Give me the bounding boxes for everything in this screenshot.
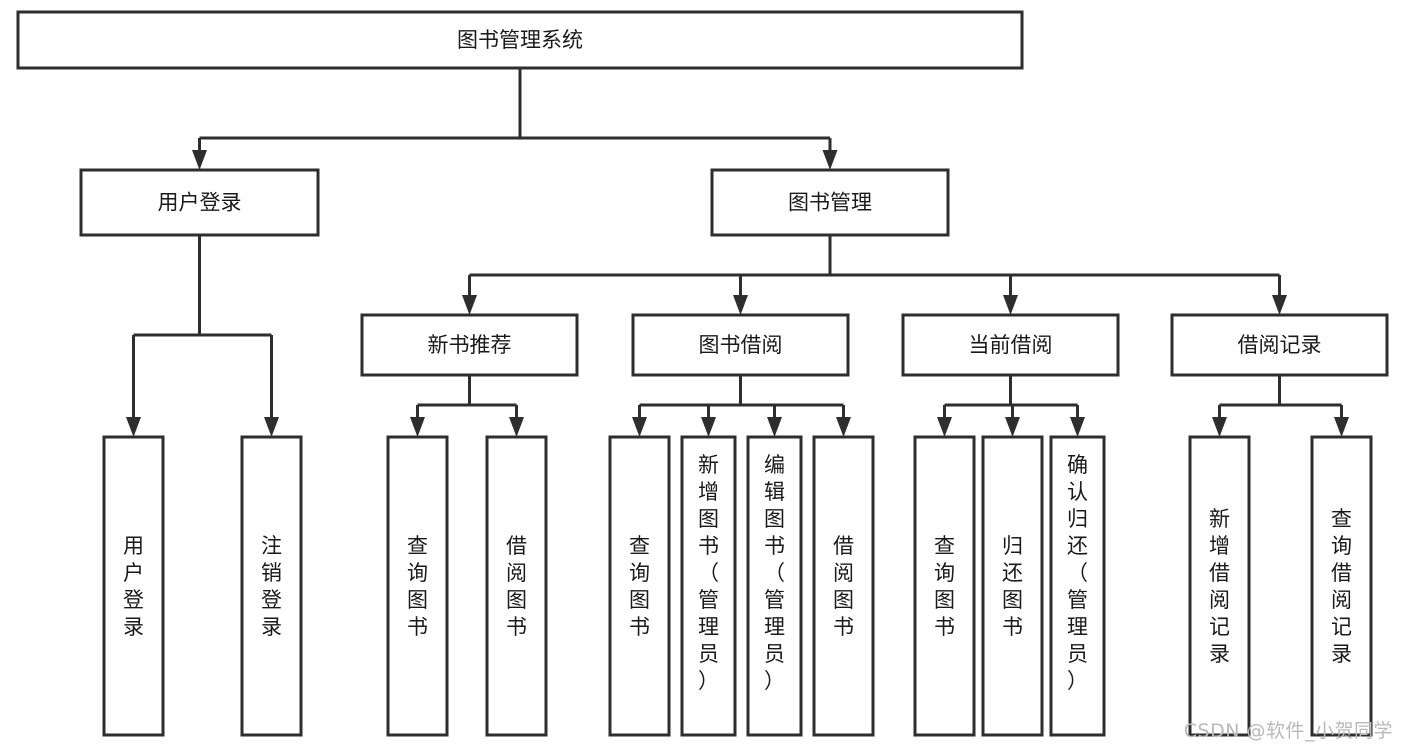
node-label-leaf-query-book-borrow: 查询图书	[629, 534, 650, 639]
node-book-manage[interactable]: 图书管理	[710, 168, 950, 237]
node-leaf-query-book-borrow[interactable]: 查询图书	[608, 435, 671, 737]
node-box-leaf-user-login[interactable]	[102, 435, 165, 737]
connector-arrow-icon	[1003, 295, 1018, 315]
node-root[interactable]: 图书管理系统	[16, 10, 1024, 70]
node-leaf-user-login[interactable]: 用户登录	[102, 435, 165, 737]
connector-arrow-icon	[1212, 417, 1227, 437]
connector-arrow-icon	[1070, 417, 1085, 437]
connector-arrow-icon	[701, 417, 716, 437]
node-box-leaf-add-record[interactable]	[1188, 435, 1251, 737]
connector-arrow-icon	[1334, 417, 1349, 437]
watermark-text: CSDN @软件_小贺同学	[1183, 720, 1393, 742]
node-leaf-query-record[interactable]: 查询借阅记录	[1310, 435, 1373, 737]
connector-arrow-icon	[767, 417, 782, 437]
node-label-leaf-user-login: 用户登录	[123, 534, 144, 639]
node-leaf-return-book[interactable]: 归还图书	[981, 435, 1044, 737]
connector-arrow-icon	[462, 295, 477, 315]
node-leaf-query-book-rec[interactable]: 查询图书	[386, 435, 449, 737]
node-box-leaf-query-book-rec[interactable]	[386, 435, 449, 737]
connector-arrow-icon	[937, 417, 952, 437]
node-box-current-borrow[interactable]	[901, 313, 1120, 377]
node-label-leaf-logout: 注销登录	[261, 534, 282, 639]
connector-layer	[126, 68, 1349, 437]
node-label-leaf-return-book: 归还图书	[1002, 534, 1023, 639]
connector-arrow-icon	[410, 417, 425, 437]
connector-arrow-icon	[632, 417, 647, 437]
node-label-user-login: 用户登录	[158, 191, 242, 215]
node-box-leaf-add-book[interactable]	[680, 435, 737, 737]
connector-arrow-icon	[1005, 417, 1020, 437]
node-box-leaf-query-book-borrow[interactable]	[608, 435, 671, 737]
node-box-new-book-recommend[interactable]	[360, 313, 579, 377]
connector-arrow-icon	[509, 417, 524, 437]
node-layer: 图书管理系统用户登录图书管理新书推荐图书借阅当前借阅借阅记录用户登录注销登录查询…	[16, 10, 1389, 737]
node-label-leaf-query-book-rec: 查询图书	[407, 534, 428, 639]
connector-arrow-icon	[192, 150, 207, 170]
node-label-current-borrow: 当前借阅	[969, 333, 1053, 357]
node-box-leaf-logout[interactable]	[240, 435, 303, 737]
node-box-leaf-borrow-book-rec[interactable]	[485, 435, 548, 737]
node-box-leaf-edit-book[interactable]	[746, 435, 803, 737]
node-box-book-borrow[interactable]	[631, 313, 850, 377]
node-label-book-borrow: 图书借阅	[699, 333, 783, 357]
node-box-root[interactable]	[16, 10, 1024, 70]
node-leaf-edit-book[interactable]: 编辑图书（管理员）	[746, 435, 803, 737]
node-label-new-book-recommend: 新书推荐	[428, 333, 512, 357]
node-box-leaf-confirm-return[interactable]	[1049, 435, 1106, 737]
node-leaf-borrow-book[interactable]: 借阅图书	[812, 435, 875, 737]
connector-arrow-icon	[822, 150, 838, 170]
connector-arrow-icon	[126, 417, 141, 437]
node-box-book-manage[interactable]	[710, 168, 950, 237]
node-label-root: 图书管理系统	[457, 28, 583, 52]
node-borrow-record[interactable]: 借阅记录	[1170, 313, 1389, 377]
connector-arrow-icon	[264, 417, 279, 437]
node-leaf-query-book-cur[interactable]: 查询图书	[913, 435, 976, 737]
node-box-leaf-query-book-cur[interactable]	[913, 435, 976, 737]
node-current-borrow[interactable]: 当前借阅	[901, 313, 1120, 377]
connector-arrow-icon	[733, 295, 748, 315]
node-label-leaf-edit-book: 编辑图书（管理员）	[764, 453, 785, 693]
node-leaf-add-book[interactable]: 新增图书（管理员）	[680, 435, 737, 737]
connector-arrow-icon	[1272, 295, 1287, 315]
node-leaf-borrow-book-rec[interactable]: 借阅图书	[485, 435, 548, 737]
node-user-login[interactable]: 用户登录	[79, 168, 320, 237]
node-label-borrow-record: 借阅记录	[1238, 333, 1322, 357]
node-box-leaf-borrow-book[interactable]	[812, 435, 875, 737]
node-leaf-confirm-return[interactable]: 确认归还（管理员）	[1049, 435, 1106, 737]
node-new-book-recommend[interactable]: 新书推荐	[360, 313, 579, 377]
node-leaf-logout[interactable]: 注销登录	[240, 435, 303, 737]
node-label-leaf-add-record: 新增借阅记录	[1209, 507, 1230, 666]
connector-arrow-icon	[836, 417, 851, 437]
node-label-leaf-add-book: 新增图书（管理员）	[698, 453, 719, 693]
node-book-borrow[interactable]: 图书借阅	[631, 313, 850, 377]
node-box-user-login[interactable]	[79, 168, 320, 237]
node-label-leaf-confirm-return: 确认归还（管理员）	[1067, 453, 1088, 693]
node-label-leaf-query-book-cur: 查询图书	[934, 534, 955, 639]
node-box-leaf-return-book[interactable]	[981, 435, 1044, 737]
node-box-borrow-record[interactable]	[1170, 313, 1389, 377]
node-label-leaf-borrow-book-rec: 借阅图书	[506, 534, 527, 639]
node-label-leaf-borrow-book: 借阅图书	[833, 534, 854, 639]
node-label-book-manage: 图书管理	[788, 191, 872, 215]
node-leaf-add-record[interactable]: 新增借阅记录	[1188, 435, 1251, 737]
node-label-leaf-query-record: 查询借阅记录	[1331, 507, 1352, 666]
node-box-leaf-query-record[interactable]	[1310, 435, 1373, 737]
